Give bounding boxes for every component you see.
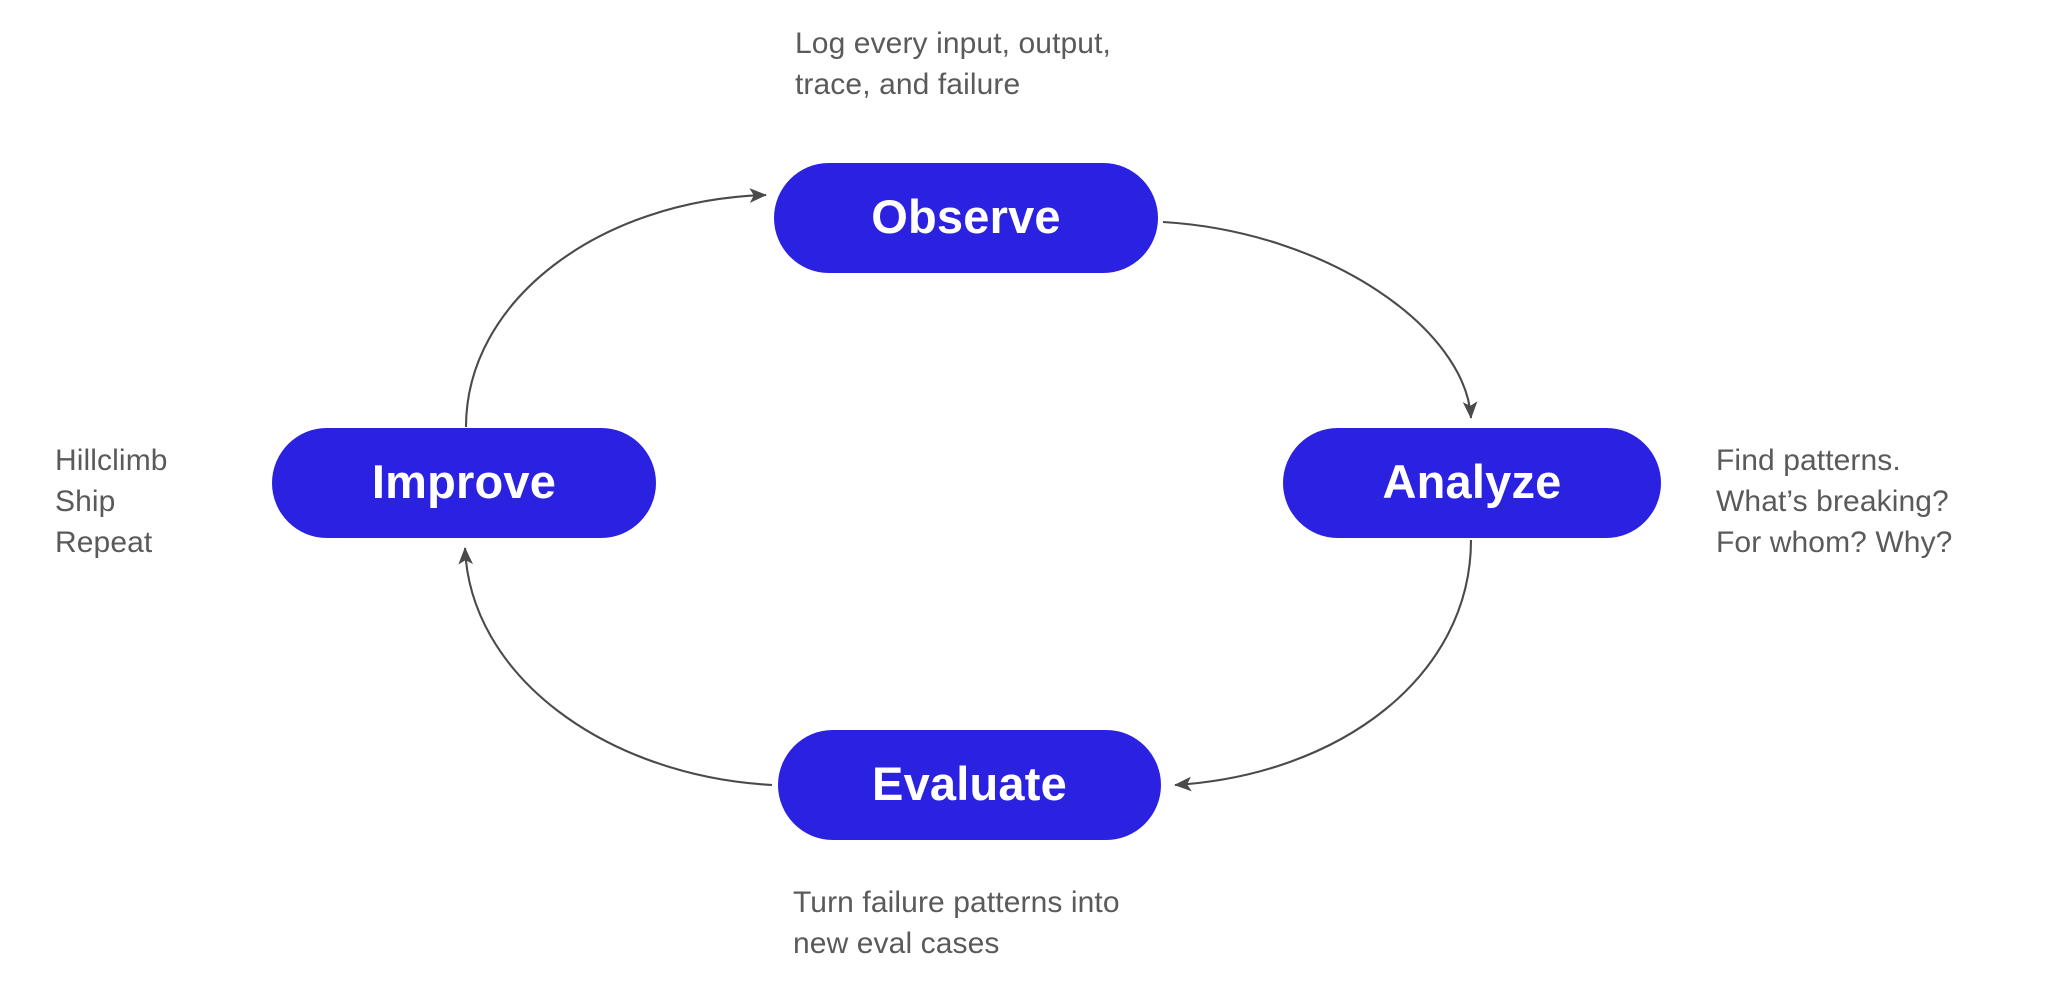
annotation-improve: Hillclimb Ship Repeat <box>55 444 168 559</box>
node-improve-label: Improve <box>371 455 557 508</box>
node-improve[interactable]: Improve <box>272 428 656 538</box>
node-observe[interactable]: Observe <box>774 163 1158 273</box>
annotation-evaluate: Turn failure patterns into new eval case… <box>793 886 1120 960</box>
node-evaluate-label: Evaluate <box>872 757 1067 810</box>
node-evaluate[interactable]: Evaluate <box>778 730 1161 840</box>
edge-evaluate-to-improve <box>458 547 773 787</box>
edge-observe-to-analyze <box>1162 220 1478 419</box>
annotation-observe: Log every input, output, trace, and fail… <box>795 27 1111 101</box>
edge-analyze-to-evaluate <box>1174 539 1473 792</box>
edge-improve-to-observe <box>464 188 767 428</box>
node-analyze[interactable]: Analyze <box>1283 428 1661 538</box>
node-analyze-label: Analyze <box>1382 455 1562 508</box>
annotation-analyze: Find patterns. What’s breaking? For whom… <box>1716 444 1953 559</box>
node-observe-label: Observe <box>871 190 1061 243</box>
